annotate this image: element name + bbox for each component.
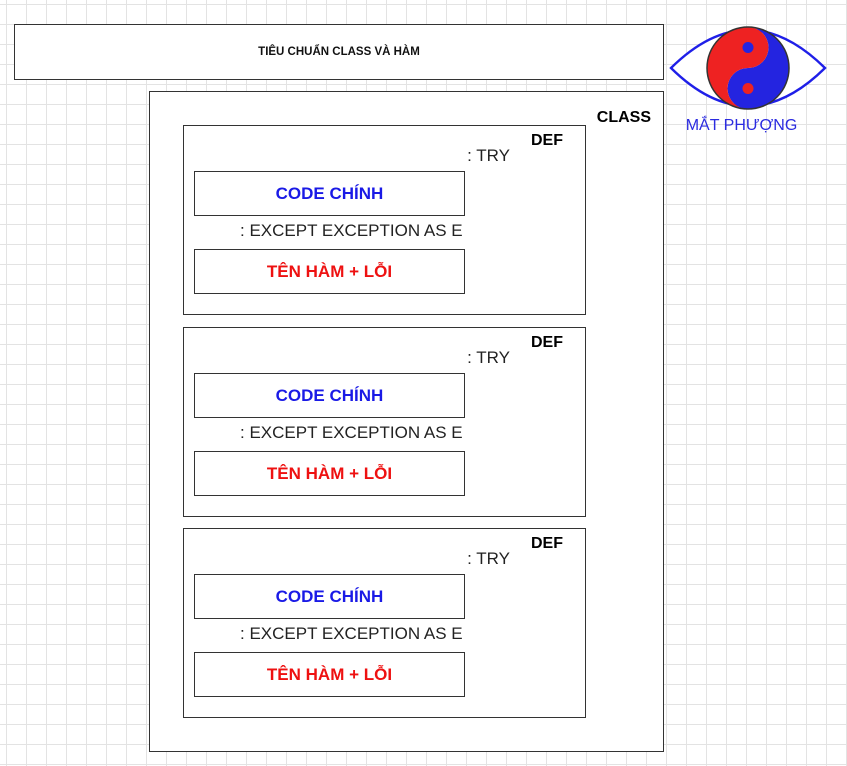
error-label: TÊN HÀM + LỖI xyxy=(266,664,393,684)
def-box[interactable]: DEF : TRY CODE CHÍNH : EXCEPT EXCEPTION … xyxy=(183,327,586,517)
def-label: DEF xyxy=(531,132,563,149)
main-code-label: CODE CHÍNH xyxy=(275,586,384,606)
logo-text: MẮT PHƯỢNG xyxy=(685,117,798,134)
except-label: : EXCEPT EXCEPTION AS E xyxy=(240,221,463,240)
diagram-title: TIÊU CHUẨN CLASS VÀ HÀM xyxy=(258,46,420,58)
class-box[interactable]: CLASS DEF : TRY CODE CHÍNH : EXCEPT EXCE… xyxy=(149,91,664,752)
error-label: TÊN HÀM + LỖI xyxy=(266,463,393,483)
yin-yang-rim xyxy=(706,26,790,110)
main-code-label: CODE CHÍNH xyxy=(275,385,384,405)
error-box[interactable]: TÊN HÀM + LỖI xyxy=(194,249,465,294)
main-code-box[interactable]: CODE CHÍNH xyxy=(194,373,465,418)
except-label: : EXCEPT EXCEPTION AS E xyxy=(240,423,463,442)
error-label: TÊN HÀM + LỖI xyxy=(266,261,393,281)
yang-dot xyxy=(742,42,754,53)
try-label: : TRY xyxy=(467,348,510,367)
def-box[interactable]: DEF : TRY CODE CHÍNH : EXCEPT EXCEPTION … xyxy=(183,125,586,315)
main-code-label: CODE CHÍNH xyxy=(275,183,384,203)
def-label: DEF xyxy=(531,535,563,552)
error-box[interactable]: TÊN HÀM + LỖI xyxy=(194,652,465,697)
title-box[interactable]: TIÊU CHUẨN CLASS VÀ HÀM xyxy=(14,24,664,80)
main-code-box[interactable]: CODE CHÍNH xyxy=(194,171,465,216)
error-box[interactable]: TÊN HÀM + LỖI xyxy=(194,451,465,496)
eye-yin-yang-icon xyxy=(669,26,827,110)
try-label: : TRY xyxy=(467,146,510,165)
def-box[interactable]: DEF : TRY CODE CHÍNH : EXCEPT EXCEPTION … xyxy=(183,528,586,718)
def-label: DEF xyxy=(531,334,563,351)
main-code-box[interactable]: CODE CHÍNH xyxy=(194,574,465,619)
class-label: CLASS xyxy=(596,109,651,126)
try-label: : TRY xyxy=(467,549,510,568)
yin-dot xyxy=(742,83,754,94)
except-label: : EXCEPT EXCEPTION AS E xyxy=(240,624,463,643)
logo: MẮT PHƯỢNG xyxy=(668,14,830,148)
